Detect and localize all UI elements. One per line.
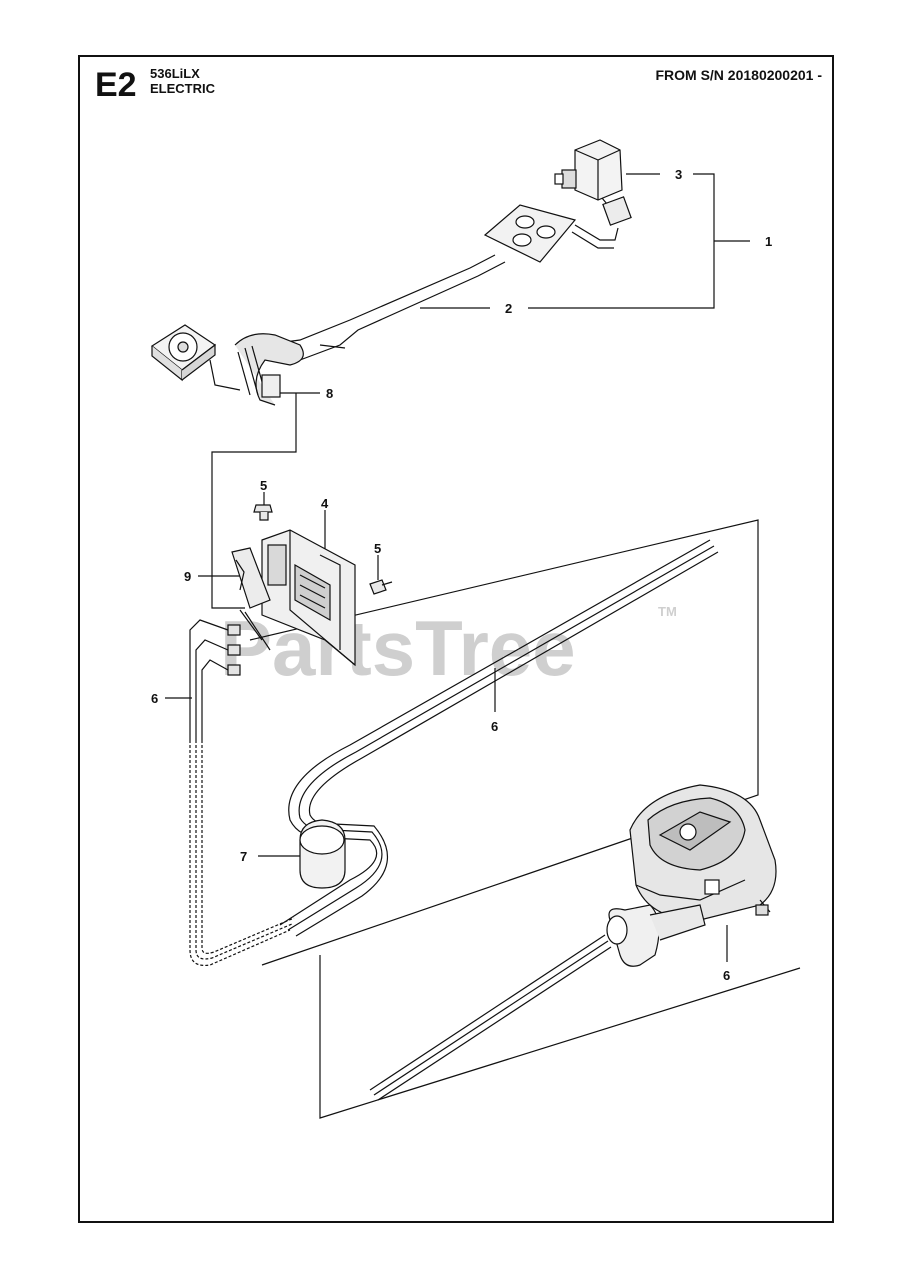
- callout-6-center: 6: [491, 719, 498, 734]
- callout-2: 2: [505, 301, 512, 316]
- callout-5-right: 5: [374, 541, 381, 556]
- motor-wire: [369, 934, 612, 1101]
- callout-1: 1: [765, 234, 772, 249]
- section-subtitle: ELECTRIC: [150, 81, 215, 96]
- callout-7: 7: [240, 849, 247, 864]
- callout-9: 9: [184, 569, 191, 584]
- callout-6-left: 6: [151, 691, 158, 706]
- motor-part-6: [606, 784, 777, 967]
- control-module-part-4: [261, 529, 356, 667]
- wire-harness-part-6-left: [189, 609, 295, 967]
- bracket-part-9: [231, 547, 271, 609]
- callout-6-motor: 6: [723, 968, 730, 983]
- switch-part-3: [554, 139, 632, 226]
- callout-4: 4: [321, 496, 329, 511]
- diagram-frame: [78, 55, 834, 1223]
- fan-part-8: [150, 324, 304, 406]
- callout-5-top: 5: [260, 478, 267, 493]
- cable-part-2: [284, 204, 619, 361]
- serial-range: FROM S/N 20180200201 -: [655, 67, 822, 83]
- watermark-tm: TM: [658, 604, 677, 619]
- callout-8: 8: [326, 386, 333, 401]
- screw-part-5: [253, 504, 393, 595]
- section-code: E2: [95, 66, 137, 104]
- callout-3: 3: [675, 167, 682, 182]
- model-name: 536LiLX: [150, 66, 200, 81]
- ferrite-part-7: [299, 819, 346, 889]
- leader-lines: [165, 173, 801, 1119]
